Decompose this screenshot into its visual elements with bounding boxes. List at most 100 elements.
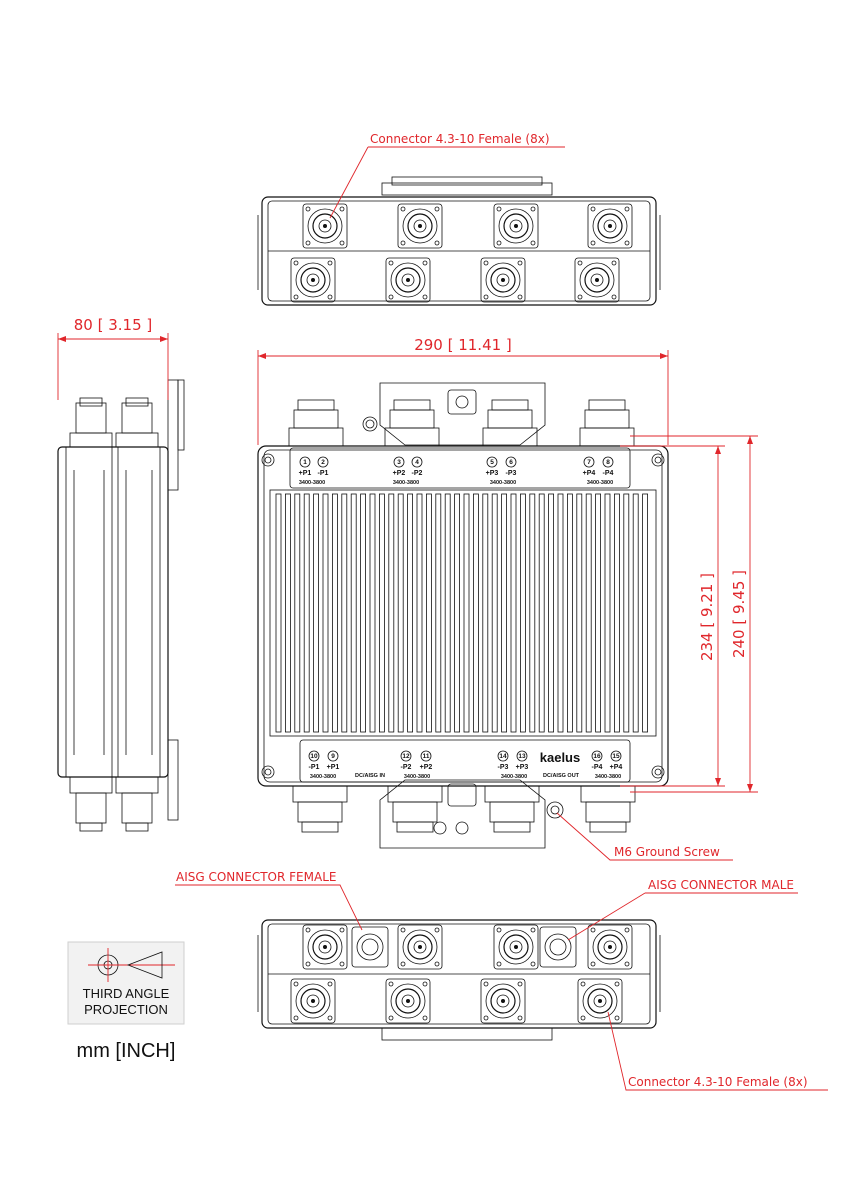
bottom-view-connector-3	[493, 924, 539, 970]
bottom-port-1-num-circle	[308, 750, 320, 762]
front-top-connector-3	[482, 399, 538, 447]
heatsink-fin	[360, 493, 367, 733]
heatsink-fin	[595, 493, 601, 733]
top-port-8-num: 8	[606, 459, 610, 466]
heatsink-fin	[425, 493, 432, 733]
heatsink-fin	[632, 493, 639, 733]
heatsink-fin	[369, 493, 376, 733]
bottom-view-connector-8	[577, 978, 623, 1024]
bottom-view-connector-2	[397, 924, 443, 970]
bottom-port-3-num: 12	[402, 753, 410, 760]
heatsink-fin	[576, 493, 583, 733]
top-port-3-num: 3	[397, 459, 401, 466]
top-view-connector-6	[385, 257, 431, 303]
aisg-female-callout: AISG CONNECTOR FEMALE	[176, 870, 336, 884]
aisg-male-connector	[539, 926, 577, 968]
front-view	[257, 382, 669, 849]
bottom-port-2-num-circle	[327, 750, 339, 762]
top-port-7-label: +P4	[583, 470, 596, 477]
dc-aisg-in-label: DC/AISG IN	[355, 773, 385, 779]
heatsink-fin	[284, 493, 291, 733]
dimension-lines	[57, 333, 758, 793]
bottom-port-8-num-circle	[610, 750, 622, 762]
bottom-view-connector-6	[385, 978, 431, 1024]
heatsink-fin	[350, 493, 357, 733]
heatsink-fin	[501, 493, 508, 733]
bottom-port-5-num: 14	[499, 753, 507, 760]
bottom-port-6-num: 13	[518, 753, 526, 760]
bottom-port-7-num-circle	[591, 750, 603, 762]
heatsink-fin	[378, 493, 385, 733]
heatsink-fin	[604, 493, 611, 733]
band-label-bottom-4: 3400-3800	[595, 774, 621, 780]
top-port-2-label: -P1	[318, 470, 329, 477]
projection-line2: PROJECTION	[84, 1002, 168, 1017]
band-label-top-2: 3400-3800	[393, 480, 419, 486]
band-label-bottom-3: 3400-3800	[501, 774, 527, 780]
top-port-5-label: +P3	[486, 470, 499, 477]
projection-line1: THIRD ANGLE	[83, 986, 170, 1001]
bottom-port-8-label: +P4	[610, 764, 623, 771]
band-label-top-3: 3400-3800	[490, 480, 516, 486]
bottom-port-3-label: -P2	[401, 764, 412, 771]
front-bottom-connector-1	[292, 785, 348, 833]
bottom-port-1-num: 10	[310, 753, 318, 760]
bottom-port-4-num-circle	[420, 750, 432, 762]
bottom-port-2-num: 9	[331, 753, 335, 760]
top-view-connector-1	[302, 203, 348, 249]
front-top-connector-4	[579, 399, 635, 447]
bottom-port-3-num-circle	[400, 750, 412, 762]
bottom-view-connector-4	[587, 924, 633, 970]
top-port-6-num: 6	[509, 459, 513, 466]
heatsink-fin	[407, 493, 414, 733]
top-port-2-num-circle	[317, 456, 329, 468]
top-view-connector-7	[480, 257, 526, 303]
heatsink-fin	[294, 493, 301, 733]
height-total-dimension: 240 [ 9.45 ]	[730, 570, 748, 658]
front-bottom-connector-2	[387, 785, 443, 833]
height-body-dimension: 234 [ 9.21 ]	[698, 573, 716, 661]
heatsink-fin	[548, 493, 554, 733]
bottom-connector-callout: Connector 4.3-10 Female (8x)	[628, 1075, 808, 1089]
top-port-4-num-circle	[411, 456, 423, 468]
top-view-connector-4	[587, 203, 633, 249]
top-view-connector-5	[290, 257, 336, 303]
aisg-male-callout: AISG CONNECTOR MALE	[648, 878, 794, 892]
heatsink-fin	[397, 493, 404, 733]
front-bottom-connector-4	[580, 785, 636, 833]
heatsink-fin	[510, 493, 517, 733]
top-port-6-label: -P3	[506, 470, 517, 477]
top-port-7-num: 7	[587, 459, 591, 466]
heatsink-fin	[313, 493, 320, 733]
bottom-port-6-num-circle	[516, 750, 528, 762]
top-port-3-label: +P2	[393, 470, 406, 477]
ground-screw-callout: M6 Ground Screw	[614, 845, 720, 859]
bottom-port-4-num: 11	[423, 753, 430, 760]
bottom-port-5-num-circle	[497, 750, 509, 762]
heatsink-fin	[520, 493, 526, 733]
depth-dimension: 80 [ 3.15 ]	[74, 316, 153, 334]
top-view-connector-8	[574, 257, 620, 303]
bottom-port-2-label: +P1	[327, 764, 340, 771]
heatsink-fin	[444, 493, 451, 733]
band-label-top-4: 3400-3800	[587, 480, 613, 486]
heatsink-fin	[491, 493, 498, 733]
bottom-view-connector-7	[480, 978, 526, 1024]
heatsink-fin	[614, 493, 620, 733]
heatsink-fin	[472, 493, 479, 733]
width-dimension: 290 [ 11.41 ]	[414, 336, 512, 354]
heatsink-fin	[557, 493, 564, 733]
front-top-connector-1	[288, 399, 344, 447]
top-view	[257, 176, 661, 306]
heatsink-fin	[463, 493, 470, 733]
bottom-view-connector-5	[290, 978, 336, 1024]
front-top-connector-2	[384, 399, 440, 447]
projection-symbol	[67, 941, 185, 1025]
top-port-8-num-circle	[602, 456, 614, 468]
top-port-2-num: 2	[321, 459, 325, 466]
side-view	[57, 379, 185, 832]
top-port-labels: 1+P12-P13+P24-P25+P36-P37+P48-P4	[299, 456, 614, 477]
top-port-6-num-circle	[505, 456, 517, 468]
